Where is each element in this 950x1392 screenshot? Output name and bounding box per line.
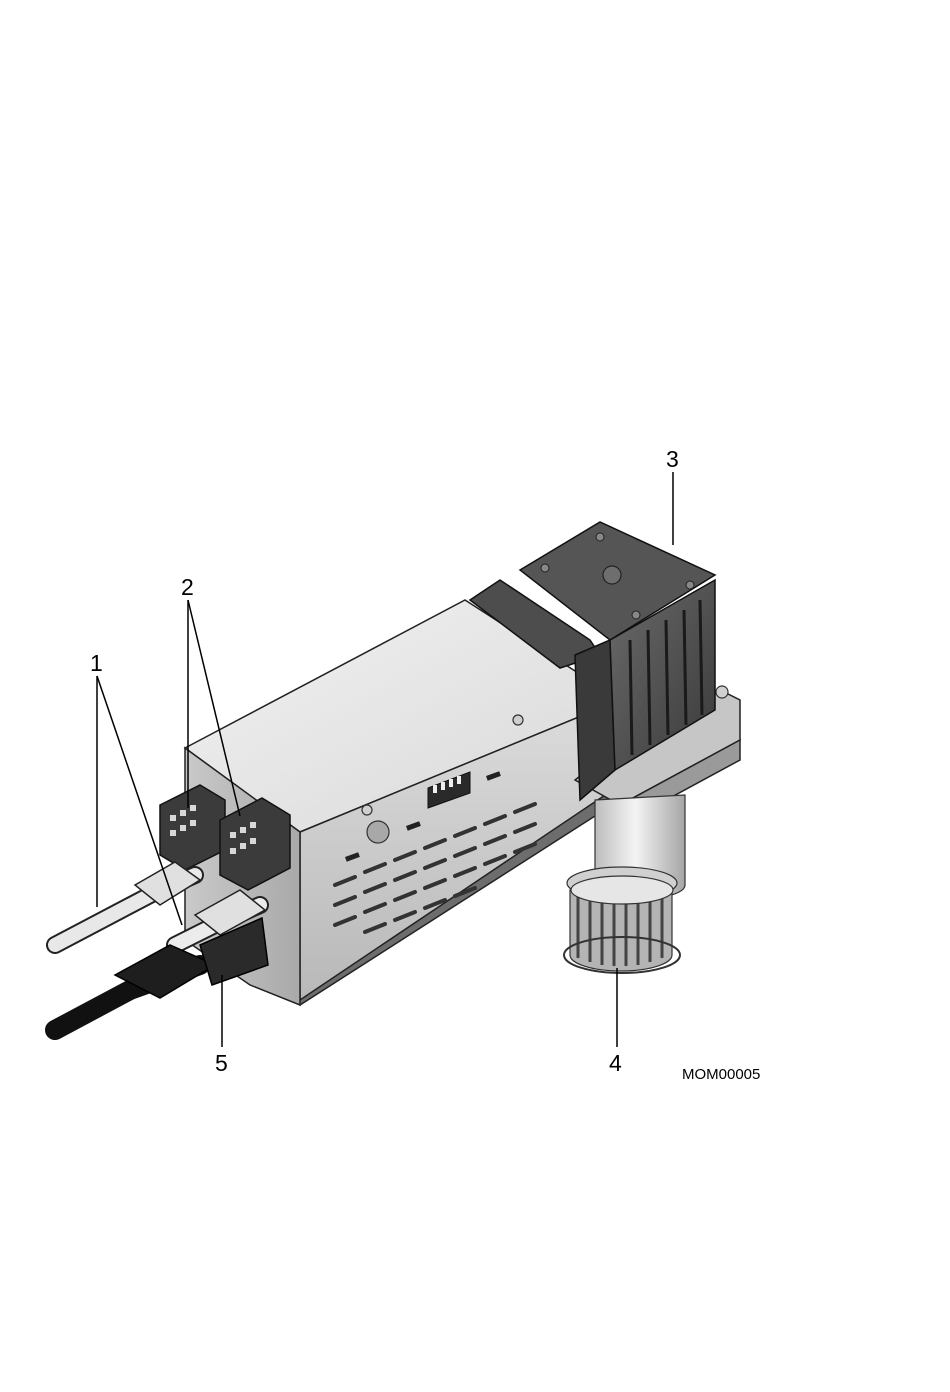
callout-3-label: 3 [666, 446, 679, 472]
access-hole-icon [367, 821, 389, 843]
callout-5-label: 5 [215, 1050, 228, 1076]
callout-4-label: 4 [609, 1050, 622, 1076]
light-cable-upper [55, 862, 200, 945]
callout-2-label: 2 [181, 574, 194, 600]
screw-icon [362, 805, 372, 815]
callout-1-label: 1 [90, 650, 103, 676]
figure-id: MOM00005 [682, 1066, 760, 1083]
screw-icon [513, 715, 523, 725]
screw-icon [716, 686, 728, 698]
